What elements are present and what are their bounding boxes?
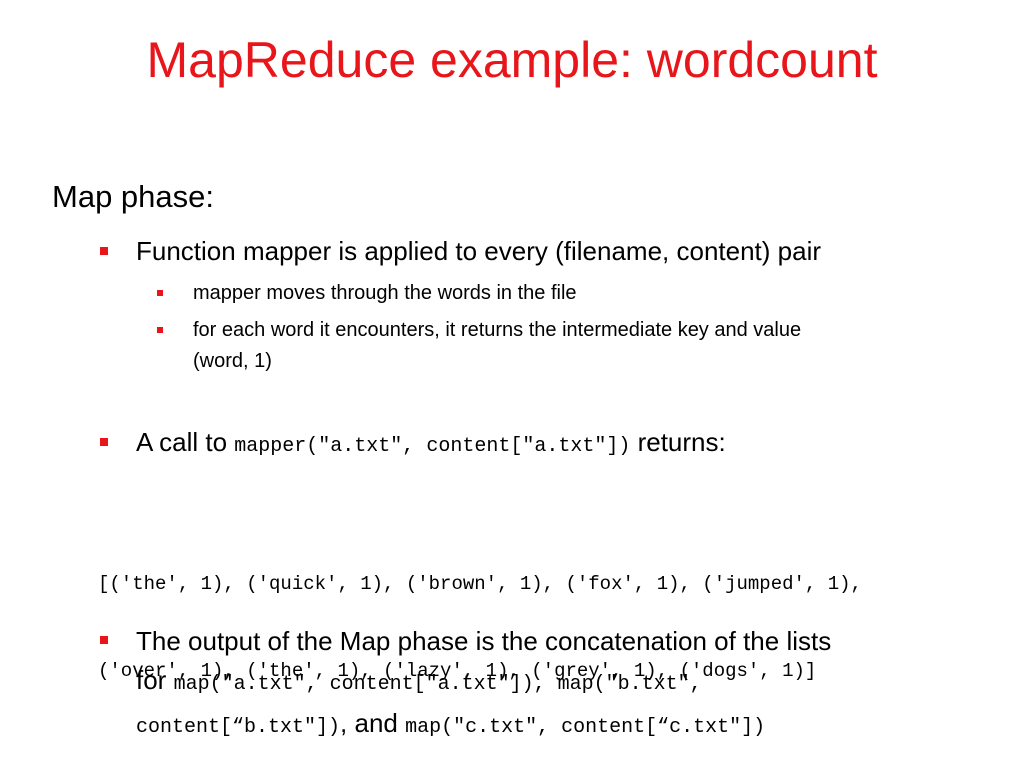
bullet-map-output: The output of the Map phase is the conca… xyxy=(100,622,832,747)
slide-title: MapReduce example: wordcount xyxy=(146,32,878,88)
bullet-text-line-3: content[“b.txt"]), and map("c.txt", cont… xyxy=(136,704,831,747)
bullet-mapper-applied: Function mapper is applied to every (fil… xyxy=(100,233,822,269)
bullet-text-for: for xyxy=(136,665,174,695)
code-block-output: [('the', 1), ('quick', 1), ('brown', 1),… xyxy=(98,512,862,744)
bullet-text-and: , and xyxy=(340,708,406,738)
code-line-1: [('the', 1), ('quick', 1), ('brown', 1),… xyxy=(98,573,862,595)
bullet-text-line-1: The output of the Map phase is the conca… xyxy=(136,626,832,656)
sub-bullet-for-each-word: for each word it encounters, it returns … xyxy=(157,315,802,377)
bullet-text-suffix: returns: xyxy=(630,427,726,457)
bullet-square-icon xyxy=(100,247,108,255)
section-heading: Map phase: xyxy=(52,179,214,214)
bullet-square-icon xyxy=(100,636,108,644)
inline-code-mapper-call: mapper("a.txt", content["a.txt"]) xyxy=(234,435,631,458)
inline-code-map-a-b: map("a.txt", content["a.txt"]), map("b.t… xyxy=(173,673,702,696)
bullet-text: mapper moves through the words in the fi… xyxy=(193,282,577,304)
bullet-text: Function mapper is applied to every (fil… xyxy=(136,236,822,266)
bullet-text-line-2: (word, 1) xyxy=(193,350,272,372)
inline-code-map-c: map("c.txt", content[“c.txt"]) xyxy=(405,716,766,739)
bullet-square-icon xyxy=(100,438,108,446)
bullet-square-icon xyxy=(157,327,163,333)
bullet-square-icon xyxy=(157,290,163,296)
bullet-text-prefix: A call to xyxy=(136,427,235,457)
bullet-mapper-call: A call to mapper("a.txt", content["a.txt… xyxy=(100,424,726,465)
code-line-2: ('over', 1), ('the', 1), ('lazy', 1), ('… xyxy=(98,660,817,682)
bullet-text-line-1: for each word it encounters, it returns … xyxy=(193,319,802,341)
sub-bullet-mapper-moves: mapper moves through the words in the fi… xyxy=(157,278,577,309)
inline-code-content-b: content[“b.txt"]) xyxy=(136,716,341,739)
bullet-text-line-2: for map("a.txt", content["a.txt"]), map(… xyxy=(136,661,831,704)
